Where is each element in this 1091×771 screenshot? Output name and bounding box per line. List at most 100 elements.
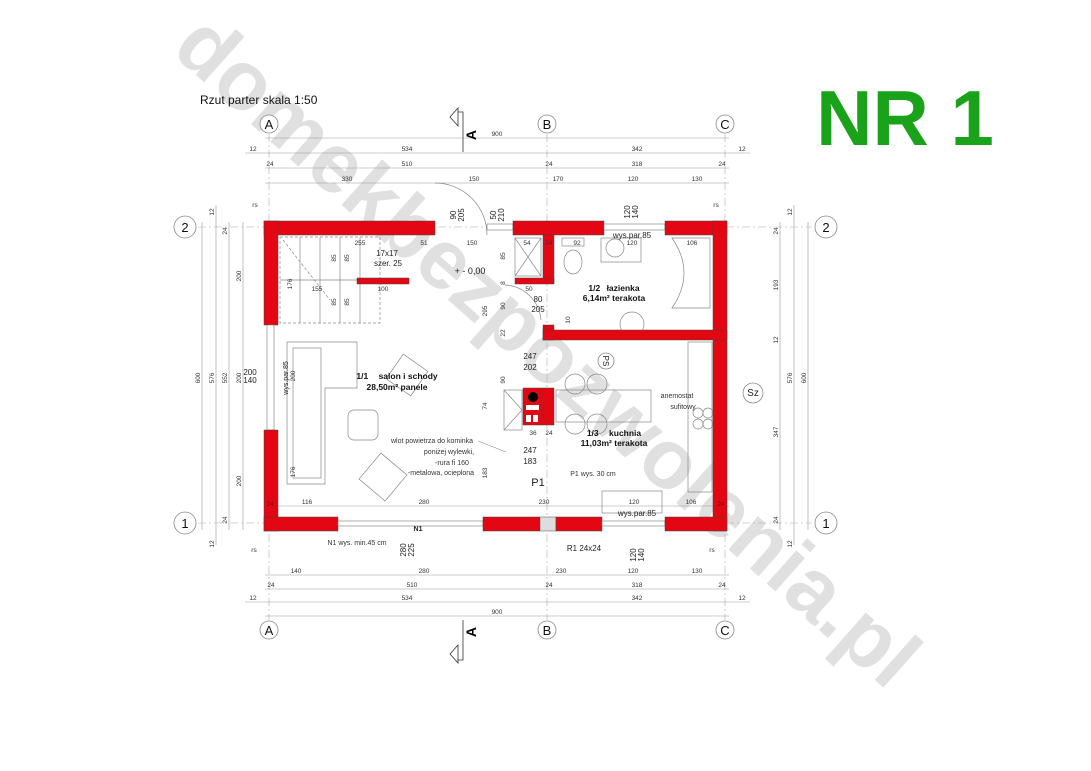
dim-inner: 100 bbox=[378, 286, 389, 293]
dim-inner: 24 bbox=[545, 430, 553, 437]
plan-number-badge: NR 1 bbox=[816, 74, 994, 162]
dim-inner: 200 bbox=[290, 370, 297, 381]
dim-top: 24 bbox=[266, 161, 274, 168]
plan-title: Rzut parter skala 1:50 bbox=[200, 93, 318, 107]
window-dim: 140 bbox=[637, 548, 646, 562]
dim-bottom: 24 bbox=[545, 582, 553, 589]
dim-inner: 24 bbox=[545, 240, 553, 247]
door-dim: 80 bbox=[534, 295, 543, 304]
window-dim: 280 bbox=[399, 543, 408, 557]
dim-inner: 50 bbox=[525, 286, 533, 293]
grid-row-1: 1 bbox=[181, 516, 188, 531]
dim-inner: 155 bbox=[312, 286, 323, 293]
grid-col-b: B bbox=[543, 117, 552, 132]
dim-top: 12 bbox=[249, 146, 257, 153]
dim-bottom: 280 bbox=[419, 568, 430, 575]
dim-inner-bottom: 106 bbox=[686, 499, 697, 506]
grid-col-c: C bbox=[720, 623, 729, 638]
grid-col-b: B bbox=[543, 623, 552, 638]
dim-top: 120 bbox=[628, 176, 639, 183]
ps-label: PS bbox=[601, 356, 610, 367]
dim-left-window: 140 bbox=[243, 376, 257, 385]
dim-right: 347 bbox=[773, 426, 780, 437]
rs-label: rs bbox=[713, 202, 719, 209]
dim-inner: 74 bbox=[482, 402, 489, 410]
dim-inner: 150 bbox=[467, 240, 478, 247]
air-intake-note: -metalowa, ocieplona bbox=[408, 470, 474, 477]
dim-top: 900 bbox=[492, 131, 503, 138]
air-intake-note: -rura fi 160 bbox=[435, 460, 469, 467]
dim-inner-bottom: 230 bbox=[539, 499, 550, 506]
room-1-2-area: 6,14m² terakota bbox=[583, 293, 646, 303]
dim-inner-bottom: 120 bbox=[629, 499, 640, 506]
dim-top: 130 bbox=[692, 176, 703, 183]
dim-inner: 90 bbox=[500, 376, 507, 384]
dim-top: 330 bbox=[342, 176, 353, 183]
grid-labels bbox=[173, 114, 838, 640]
dim-inner: 120 bbox=[627, 240, 638, 247]
dim-bottom: 120 bbox=[628, 568, 639, 575]
room-1-1-title: 1/1 salon i schody bbox=[356, 371, 438, 381]
dim-inner: 106 bbox=[687, 240, 698, 247]
dim-right: 576 bbox=[787, 372, 794, 383]
dim-left: 24 bbox=[222, 227, 229, 235]
section-label: A bbox=[463, 130, 479, 140]
p1-label: P1 bbox=[531, 477, 544, 489]
rs-label: rs bbox=[251, 547, 257, 554]
dim-bottom: 342 bbox=[632, 595, 643, 602]
dim-inner: 24 bbox=[717, 501, 725, 508]
dim-right: 193 bbox=[773, 279, 780, 290]
door-dim: 202 bbox=[523, 363, 537, 372]
dim-left: 12 bbox=[209, 540, 216, 548]
n1-label: N1 bbox=[414, 526, 423, 533]
anemostat-note: anemostat bbox=[661, 393, 694, 400]
door-dim: 247 bbox=[523, 446, 537, 455]
dim-inner-bottom: 280 bbox=[419, 499, 430, 506]
door-dim: 247 bbox=[523, 352, 537, 361]
dim-right: 12 bbox=[787, 540, 794, 548]
dim-left: 12 bbox=[209, 208, 216, 216]
dim-inner: 255 bbox=[355, 240, 366, 247]
dim-left: 552 bbox=[222, 372, 229, 383]
dim-inner: 176 bbox=[287, 278, 294, 289]
dim-bottom: 900 bbox=[492, 609, 503, 616]
dim-right: 24 bbox=[773, 227, 780, 235]
leader-line bbox=[477, 440, 507, 453]
dim-inner: 295 bbox=[482, 305, 489, 316]
grid-row-1: 1 bbox=[822, 516, 829, 531]
rs-label: rs bbox=[252, 202, 258, 209]
room-1-1-area: 28,50m² panele bbox=[367, 382, 428, 392]
dim-bottom: 24 bbox=[267, 582, 275, 589]
dim-left: 576 bbox=[209, 372, 216, 383]
r1-note: R1 24x24 bbox=[567, 544, 602, 553]
dim-top: 534 bbox=[402, 146, 413, 153]
dim-left: 600 bbox=[195, 372, 202, 383]
p1-note: P1 wys. 30 cm bbox=[570, 471, 616, 478]
level-mark: + - 0,00 bbox=[455, 266, 486, 276]
dim-bottom: 12 bbox=[249, 595, 257, 602]
dim-top: 150 bbox=[469, 176, 480, 183]
dim-top: 24 bbox=[718, 161, 726, 168]
door-dim: 205 bbox=[531, 305, 545, 314]
grid-col-c: C bbox=[720, 117, 729, 132]
window-dim: 140 bbox=[631, 205, 640, 219]
dim-bottom: 24 bbox=[718, 582, 726, 589]
room-1-3-area: 11,03m² terakota bbox=[581, 438, 648, 448]
room-1-2-title: 1/2 łazienka bbox=[588, 283, 640, 293]
window-dim: 120 bbox=[623, 205, 632, 219]
rs-label: rs bbox=[709, 547, 715, 554]
dim-left-window: 200 bbox=[243, 368, 257, 377]
dim-top: 12 bbox=[738, 146, 746, 153]
dim-bottom: 510 bbox=[407, 582, 418, 589]
dim-inner: 51 bbox=[420, 240, 428, 247]
dim-inner: 90 bbox=[500, 302, 507, 310]
dim-top: 510 bbox=[402, 161, 413, 168]
anemostat-note: sufitowy bbox=[670, 404, 696, 411]
air-intake-note: wlot powietrza do kominka bbox=[390, 438, 473, 445]
chimney-r1 bbox=[539, 516, 557, 532]
door-dim: 90 bbox=[449, 210, 458, 219]
dim-inner: 8 bbox=[500, 281, 507, 285]
section-marker-top: A bbox=[449, 106, 479, 152]
section-label: A bbox=[463, 627, 479, 637]
